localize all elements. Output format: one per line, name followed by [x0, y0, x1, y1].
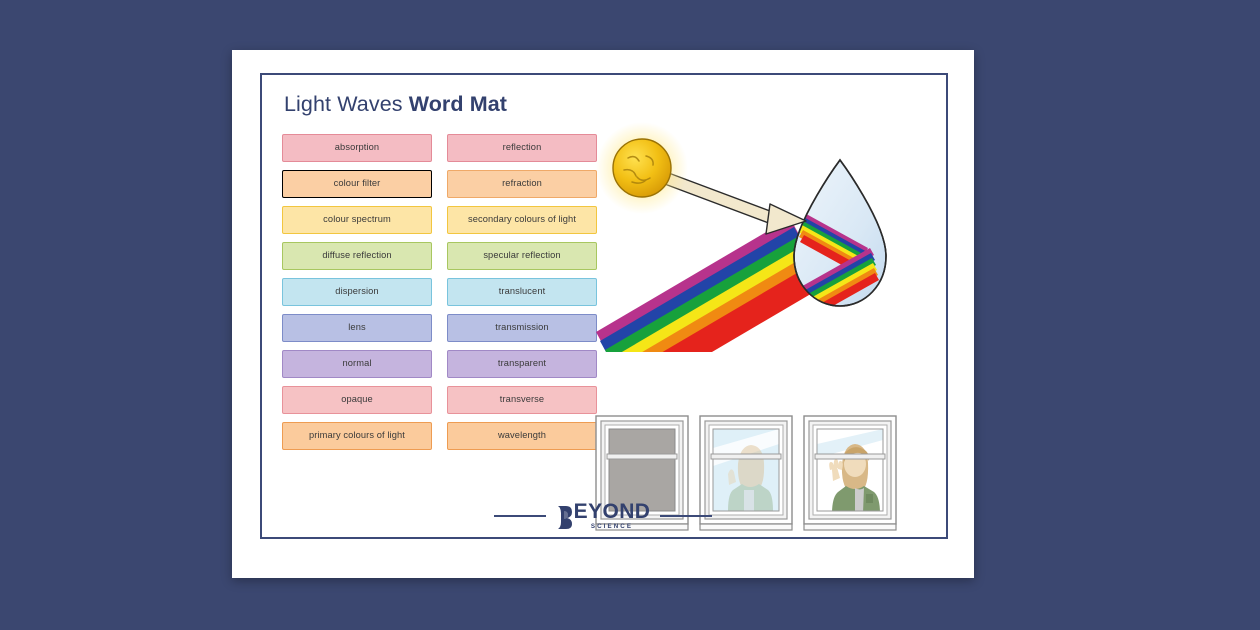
- logo-sub-text: SCIENCE: [590, 522, 634, 530]
- dispersion-svg: [596, 122, 887, 399]
- word-box[interactable]: opaque: [282, 386, 432, 414]
- word-box[interactable]: specular reflection: [447, 242, 597, 270]
- word-box[interactable]: transverse: [447, 386, 597, 414]
- word-box[interactable]: colour filter: [282, 170, 432, 198]
- word-mat-grid: absorption reflection colour filter refract…: [282, 134, 598, 458]
- word-mat-row: normal transparent: [282, 350, 598, 378]
- page-title: Light Waves Word Mat: [284, 92, 507, 117]
- rainbow-beam: [596, 218, 826, 399]
- logo-main-text: EYOND: [573, 500, 651, 523]
- word-mat-row: diffuse reflection specular reflection: [282, 242, 598, 270]
- illustration-column: [594, 122, 914, 542]
- opaque-window: [594, 414, 690, 532]
- beyond-b-icon: [557, 505, 572, 529]
- word-mat-row: absorption reflection: [282, 134, 598, 162]
- word-box[interactable]: reflection: [447, 134, 597, 162]
- page-inner-border: [260, 73, 948, 539]
- word-mat-row: dispersion translucent: [282, 278, 598, 306]
- beyond-science-logo: EYOND SCIENCE: [556, 500, 651, 530]
- footer-logo-area: EYOND SCIENCE: [232, 500, 974, 530]
- footer-rule-right: [660, 514, 713, 517]
- dispersion-diagram: [594, 122, 914, 399]
- title-light-part: Light Waves: [284, 92, 403, 116]
- word-mat-row: opaque transverse: [282, 386, 598, 414]
- word-box[interactable]: normal: [282, 350, 432, 378]
- word-box[interactable]: transmission: [447, 314, 597, 342]
- window-examples: [594, 414, 898, 532]
- word-box[interactable]: secondary colours of light: [447, 206, 597, 234]
- word-box[interactable]: primary colours of light: [282, 422, 432, 450]
- raindrop: [793, 158, 887, 307]
- word-box[interactable]: absorption: [282, 134, 432, 162]
- footer-rule-left: [493, 514, 546, 517]
- word-box[interactable]: refraction: [447, 170, 597, 198]
- word-box[interactable]: colour spectrum: [282, 206, 432, 234]
- word-mat-row: primary colours of light wavelength: [282, 422, 598, 450]
- word-box[interactable]: transparent: [447, 350, 597, 378]
- translucent-window: [698, 414, 794, 532]
- word-box[interactable]: wavelength: [447, 422, 597, 450]
- word-mat-row: lens transmission: [282, 314, 598, 342]
- word-mat-row: colour filter refraction: [282, 170, 598, 198]
- transparent-window: [802, 414, 898, 532]
- word-box[interactable]: translucent: [447, 278, 597, 306]
- word-box[interactable]: lens: [282, 314, 432, 342]
- word-box[interactable]: diffuse reflection: [282, 242, 432, 270]
- word-mat-row: colour spectrum secondary colours of ligh…: [282, 206, 598, 234]
- internal-refraction: [794, 174, 879, 306]
- worksheet-page: Light Waves Word Mat absorption reflectio…: [232, 50, 974, 578]
- word-box[interactable]: dispersion: [282, 278, 432, 306]
- title-bold-part: Word Mat: [408, 92, 508, 116]
- sun-icon: [596, 122, 688, 214]
